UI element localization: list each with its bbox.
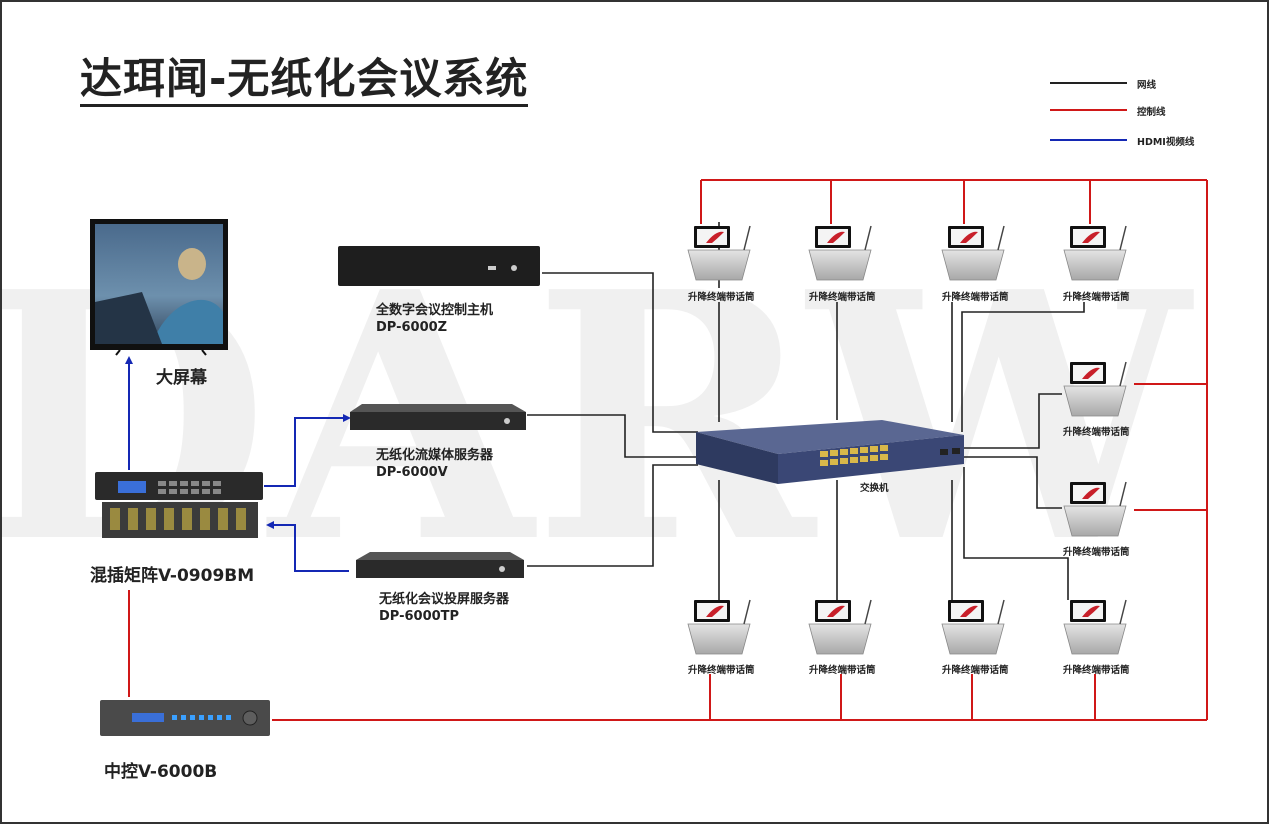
terminal-label: 升降终端带话筒 — [1063, 292, 1130, 303]
screen-label: 大屏幕 — [156, 368, 207, 388]
terminal-unit — [1063, 225, 1127, 281]
matrix-device — [95, 472, 263, 538]
host-device — [338, 246, 540, 286]
matrix-label: 混插矩阵V-0909BM — [90, 566, 255, 586]
host-label-model: DP-6000Z — [376, 320, 448, 335]
network-switch — [696, 420, 964, 484]
terminal-label: 升降终端带话筒 — [942, 665, 1009, 676]
terminal-unit — [808, 225, 872, 281]
terminal-label: 升降终端带话筒 — [942, 292, 1009, 303]
media-label-name: 无纸化流媒体服务器 — [376, 448, 494, 463]
terminal-label: 升降终端带话筒 — [809, 665, 876, 676]
hdmi-lines — [125, 356, 351, 572]
media-device — [350, 404, 526, 430]
terminal-unit — [808, 599, 872, 655]
terminal-group — [687, 225, 1127, 655]
terminal-label: 升降终端带话筒 — [1063, 547, 1130, 558]
terminal-unit — [941, 225, 1005, 281]
terminal-unit — [687, 225, 751, 281]
legend-label-network: 网线 — [1137, 80, 1157, 91]
media-label-model: DP-6000V — [376, 465, 448, 480]
host-label-name: 全数字会议控制主机 — [376, 303, 494, 318]
switch-label: 交换机 — [860, 483, 889, 494]
terminal-label: 升降终端带话筒 — [688, 665, 755, 676]
terminal-unit — [687, 599, 751, 655]
terminal-label: 升降终端带话筒 — [809, 292, 876, 303]
projection-label-name: 无纸化会议投屏服务器 — [379, 592, 510, 607]
legend-label-control: 控制线 — [1137, 107, 1166, 118]
terminal-unit — [1063, 481, 1127, 537]
terminal-unit — [1063, 599, 1127, 655]
controller-device — [100, 700, 270, 736]
big-screen — [90, 219, 228, 356]
control-lines — [128, 179, 1208, 721]
page-title: 达珥闻-无纸化会议系统 — [80, 54, 529, 107]
projection-label-model: DP-6000TP — [379, 609, 460, 624]
terminal-label: 升降终端带话筒 — [688, 292, 755, 303]
terminal-unit — [941, 599, 1005, 655]
terminal-label: 升降终端带话筒 — [1063, 427, 1130, 438]
terminal-unit — [1063, 361, 1127, 417]
projection-device — [356, 552, 524, 578]
terminal-label: 升降终端带话筒 — [1063, 665, 1130, 676]
controller-label: 中控V-6000B — [104, 762, 218, 782]
legend-label-hdmi: HDMI视频线 — [1137, 137, 1195, 148]
